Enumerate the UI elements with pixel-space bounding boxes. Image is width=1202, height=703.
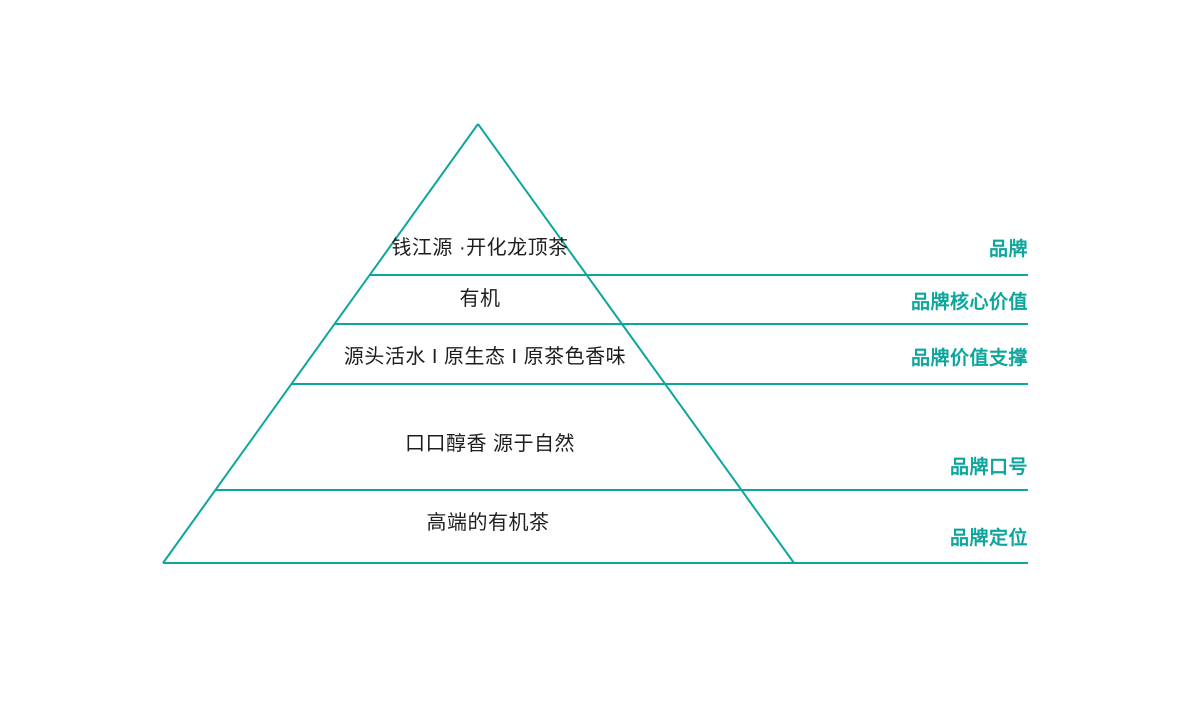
tier-5-text: 高端的有机茶	[426, 512, 550, 534]
tier-4-text: 口口醇香 源于自然	[404, 433, 576, 455]
category-label-value-support: 品牌价值支撑	[910, 348, 1028, 369]
category-label-slogan: 品牌口号	[949, 457, 1028, 478]
tier-1-text: 钱江源 ·开化龙顶茶	[391, 237, 569, 259]
category-label-positioning: 品牌定位	[949, 528, 1028, 549]
tier-2-text: 有机	[459, 288, 501, 310]
tier-3-text: 源头活水 I 原生态 I 原茶色香味	[343, 346, 627, 368]
category-label-brand: 品牌	[988, 239, 1028, 260]
pyramid-right-edge	[477, 123, 795, 564]
category-label-core-value: 品牌核心价值	[910, 292, 1028, 313]
pyramid-left-edge	[162, 123, 479, 564]
